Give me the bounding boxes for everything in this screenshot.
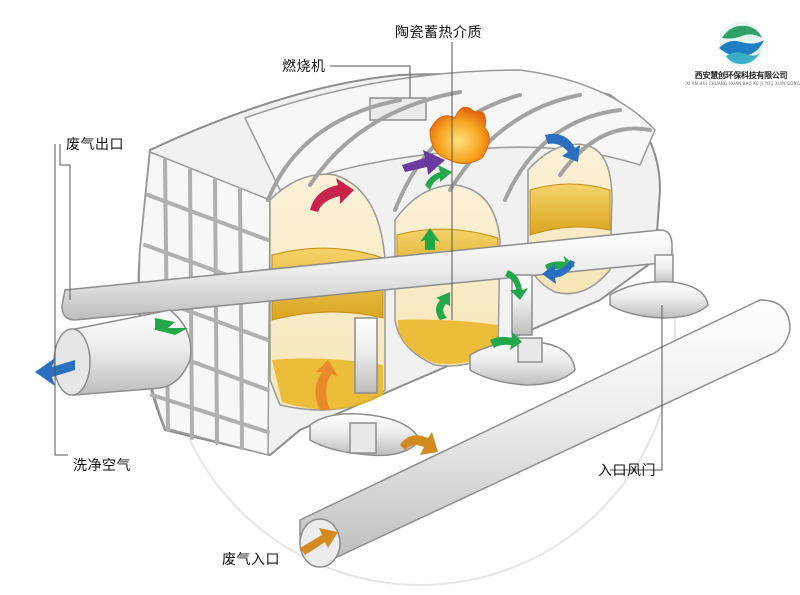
damper-block-1 [349, 422, 377, 454]
riser-3 [654, 254, 674, 286]
media-bed-3 [529, 183, 611, 236]
green-arrow-2 [420, 228, 440, 250]
orange-inlet-arrow-1 [400, 432, 438, 455]
company-logo: 西安慧创环保科技有限公司 XI AN HUI CHUANG HUAN BAO K… [686, 18, 800, 90]
orange-inlet-arrow-2 [300, 528, 338, 555]
leader-outlet [54, 144, 68, 456]
leader-outlet-2 [59, 144, 71, 300]
blue-arrow-1 [545, 133, 580, 162]
burner-flame [429, 106, 490, 164]
orange-up-arrow-1 [315, 360, 338, 410]
red-arrow [310, 178, 354, 212]
wave-leaf-logo-icon [719, 22, 764, 66]
label-exhaust-inlet: 废气入口 [222, 552, 280, 568]
green-arrow-1 [425, 165, 452, 190]
green-arrow-3 [436, 292, 450, 320]
label-inlet-damper: 入口风门 [598, 463, 656, 479]
label-ceramic-media: 陶瓷蓄热介质 [395, 25, 482, 41]
label-clean-air: 洗净空气 [73, 458, 131, 474]
label-burner: 燃烧机 [282, 59, 326, 75]
logo-company-name: 西安慧创环保科技有限公司 [694, 71, 788, 80]
label-exhaust-outlet: 废气出口 [66, 137, 124, 153]
riser-1 [354, 317, 378, 394]
green-arrow-4 [505, 270, 528, 300]
blue-arrow-2 [542, 260, 575, 284]
green-duct-arrow [155, 318, 188, 335]
logo-subtitle: XI AN HUI CHUANG HUAN BAO KE JI YOU XIAN… [686, 81, 800, 86]
leader-damper [610, 305, 663, 471]
purple-arrow [402, 150, 445, 175]
damper-3 [609, 281, 709, 319]
leader-burner [330, 65, 411, 98]
green-arrow-5 [490, 332, 522, 350]
